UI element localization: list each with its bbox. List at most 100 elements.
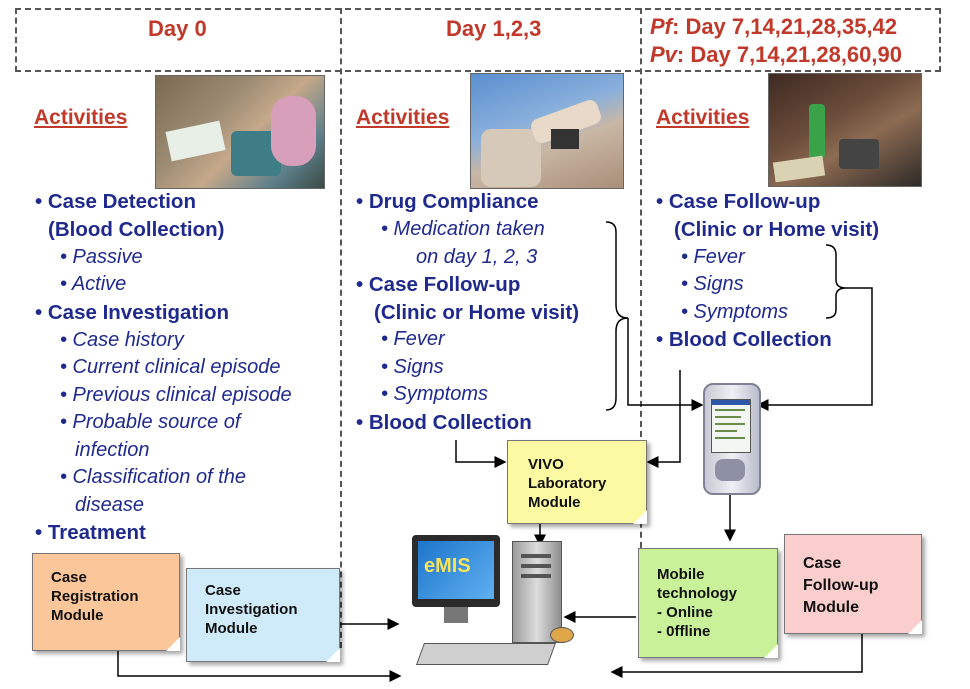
col3-item: • Blood Collection xyxy=(656,328,832,351)
col1-subitem: • Passive xyxy=(60,246,143,268)
module-line: - Online xyxy=(657,604,713,621)
col2-item: • Case Follow-up xyxy=(356,273,521,296)
pf-label: Pf xyxy=(650,14,672,39)
pv-days: : Day 7,14,21,28,60,90 xyxy=(676,42,902,67)
module-line: - 0ffline xyxy=(657,623,711,640)
column-divider-1 xyxy=(340,8,342,648)
module-text: Case Investigation Module xyxy=(205,581,298,638)
module-line: Module xyxy=(51,607,104,624)
col1-subitem: • Case history xyxy=(60,329,184,351)
col3-subitem: • Signs xyxy=(681,273,744,295)
module-line: Module xyxy=(528,494,581,511)
col2-item: • Drug Compliance xyxy=(356,190,539,213)
col3-subitem: • Fever xyxy=(681,246,745,268)
header-day0: Day 0 xyxy=(148,16,207,41)
col1-subitem: • Previous clinical episode xyxy=(60,384,292,406)
col1-item: • Case Investigation xyxy=(35,301,230,324)
photo-drug-compliance xyxy=(470,73,624,189)
pf-days: : Day 7,14,21,28,35,42 xyxy=(672,14,898,39)
monitor-stand xyxy=(444,607,468,623)
monitor: eMIS xyxy=(412,535,500,607)
module-text: VIVO Laboratory Module xyxy=(528,455,606,512)
col2-subitem-cont: on day 1, 2, 3 xyxy=(416,246,538,268)
emis-computer: eMIS xyxy=(400,535,590,675)
module-line: Module xyxy=(803,599,859,616)
case-registration-module: Case Registration Module xyxy=(32,553,180,651)
header-band-left xyxy=(15,8,941,72)
module-line: Case xyxy=(51,569,87,586)
photo-blood-collection xyxy=(155,75,325,189)
arrow-registration-to-emis xyxy=(117,650,402,682)
photo-shape xyxy=(839,139,879,169)
activities-label-col2: Activities xyxy=(356,106,450,129)
col3-subitem: • Symptoms xyxy=(681,301,789,323)
bracket-col2 xyxy=(605,221,629,411)
photo-shape xyxy=(481,129,541,187)
col2-subitem: • Symptoms xyxy=(381,383,489,405)
module-line: Module xyxy=(205,620,258,637)
module-text: Case Follow-up Module xyxy=(803,553,879,619)
mobile-technology-module: Mobile technology - Online - 0ffline xyxy=(638,548,778,658)
note-fold xyxy=(764,644,778,658)
col1-subitem: • Current clinical episode xyxy=(60,356,281,378)
col1-subitem: • Classification of the xyxy=(60,466,246,488)
case-investigation-module: Case Investigation Module xyxy=(186,568,340,662)
col2-item-cont: (Clinic or Home visit) xyxy=(374,301,580,324)
arrow-col3-blood-to-vivo xyxy=(646,370,681,468)
photo-shape xyxy=(271,96,316,166)
arrow-col2-blood-to-vivo xyxy=(455,440,507,468)
photo-shape xyxy=(551,129,579,149)
tower xyxy=(512,541,562,643)
phone-keypad xyxy=(715,459,745,481)
col2-subitem: • Fever xyxy=(381,328,445,350)
bracket-col3 xyxy=(825,244,847,319)
activities-label-col3: Activities xyxy=(656,106,750,129)
col2-subitem: • Medication taken xyxy=(381,218,545,240)
col2-subitem: • Signs xyxy=(381,356,444,378)
pv-label: Pv xyxy=(650,42,677,67)
keyboard xyxy=(415,643,557,665)
mouse xyxy=(550,627,574,643)
emis-label: eMIS xyxy=(424,555,471,577)
col1-item: (Blood Collection) xyxy=(48,218,225,241)
module-line: Laboratory xyxy=(528,475,607,492)
activities-label-col1: Activities xyxy=(34,106,128,129)
arrow-followup-to-emis xyxy=(610,628,863,678)
col1-subitem: • Active xyxy=(60,273,127,295)
col1-item: • Case Detection xyxy=(35,190,196,213)
module-line: Case xyxy=(205,582,241,599)
module-line: technology xyxy=(657,585,738,602)
header-pv: Pv: Day 7,14,21,28,60,90 xyxy=(650,42,902,68)
note-fold xyxy=(326,648,340,662)
col2-item: • Blood Collection xyxy=(356,411,532,434)
note-fold xyxy=(166,637,180,651)
module-line: VIVO xyxy=(528,456,564,473)
module-text: Case Registration Module xyxy=(51,568,139,625)
col1-subitem: • Probable source of xyxy=(60,411,241,433)
module-line: Follow-up xyxy=(803,577,879,594)
monitor-screen: eMIS xyxy=(418,541,494,599)
module-line: Case xyxy=(803,555,842,572)
column-divider-2 xyxy=(640,8,642,568)
col1-subitem-cont: infection xyxy=(75,439,150,461)
module-line: Registration xyxy=(51,588,139,605)
mobile-phone-icon xyxy=(703,383,761,495)
note-fold xyxy=(908,620,922,634)
header-pf: Pf: Day 7,14,21,28,35,42 xyxy=(650,14,897,40)
photo-follow-up xyxy=(768,73,922,187)
phone-screen xyxy=(711,399,751,453)
module-line: Mobile xyxy=(657,566,705,583)
col1-subitem-cont: disease xyxy=(75,494,144,516)
col3-item: • Case Follow-up xyxy=(656,190,821,213)
arrow-col3-to-phone xyxy=(756,287,873,411)
vivo-laboratory-module: VIVO Laboratory Module xyxy=(507,440,647,524)
arrow-col2-to-phone xyxy=(627,318,704,411)
col1-item: • Treatment xyxy=(35,521,146,544)
note-fold xyxy=(633,510,647,524)
photo-shape xyxy=(809,104,825,159)
col3-item-cont: (Clinic or Home visit) xyxy=(674,218,880,241)
header-day123: Day 1,2,3 xyxy=(446,16,542,41)
module-text: Mobile technology - Online - 0ffline xyxy=(657,565,737,641)
case-follow-up-module: Case Follow-up Module xyxy=(784,534,922,634)
